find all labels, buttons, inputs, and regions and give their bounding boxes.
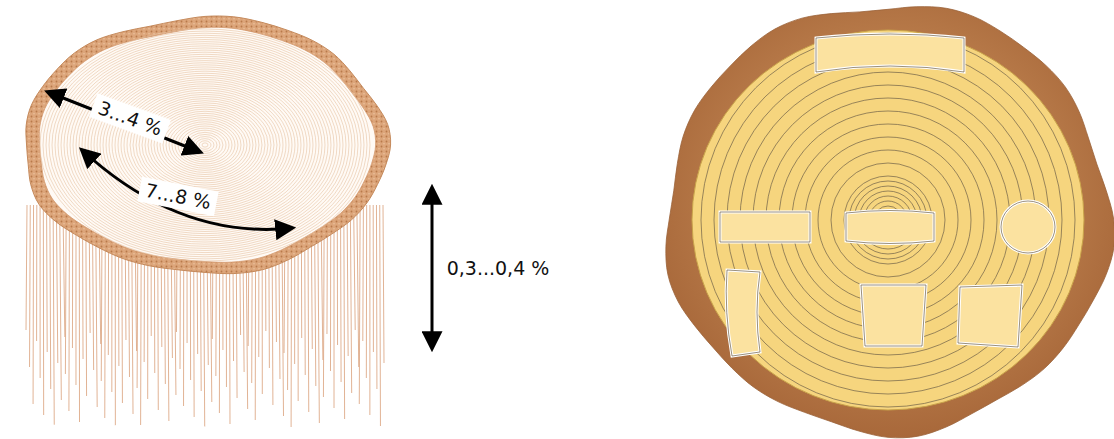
board bbox=[846, 211, 934, 244]
grain-line bbox=[36, 205, 37, 341]
board-outline bbox=[958, 285, 1022, 347]
round-piece-outline bbox=[1001, 201, 1055, 253]
growth-ring bbox=[145, 103, 265, 187]
grain-line bbox=[60, 205, 62, 400]
grain-line bbox=[383, 205, 384, 363]
growth-ring bbox=[64, 46, 346, 244]
grain-line bbox=[29, 205, 31, 367]
growth-ring bbox=[187, 132, 223, 157]
grain-line bbox=[340, 205, 342, 382]
board bbox=[720, 212, 810, 242]
grain-line bbox=[362, 205, 364, 341]
log-top bbox=[26, 16, 391, 274]
grain-line bbox=[65, 205, 67, 374]
grain-line bbox=[357, 205, 359, 367]
growth-ring bbox=[199, 141, 211, 149]
growth-ring bbox=[196, 139, 214, 152]
growth-ring bbox=[76, 54, 334, 235]
grain-line bbox=[46, 205, 48, 352]
board-outline bbox=[726, 270, 760, 356]
growth-ring bbox=[70, 50, 340, 240]
growth-ring bbox=[52, 37, 358, 252]
growth-ring bbox=[79, 56, 331, 233]
growth-ring bbox=[714, 46, 1062, 394]
grain-line bbox=[334, 205, 335, 408]
grain-line bbox=[26, 205, 27, 330]
growth-ring bbox=[85, 61, 325, 230]
growth-ring bbox=[46, 33, 364, 257]
board-outline bbox=[846, 211, 934, 244]
board bbox=[726, 270, 760, 356]
round-piece bbox=[1001, 201, 1055, 253]
growth-ring bbox=[43, 31, 367, 259]
growth-ring bbox=[94, 67, 316, 223]
board-outline bbox=[816, 34, 964, 72]
growth-ring bbox=[91, 65, 319, 225]
board bbox=[861, 285, 926, 346]
growth-ring bbox=[701, 33, 1075, 407]
growth-ring bbox=[103, 73, 307, 216]
growth-ring bbox=[818, 150, 958, 290]
grain-line bbox=[350, 205, 351, 393]
grain-line bbox=[56, 205, 57, 363]
bark bbox=[666, 7, 1114, 438]
cross-section bbox=[666, 7, 1114, 438]
grain-line bbox=[373, 205, 374, 352]
dimension-label: 0,3...0,4 % bbox=[441, 256, 556, 281]
grain-line bbox=[53, 205, 54, 426]
grain-line bbox=[49, 205, 51, 389]
grain-line bbox=[68, 205, 70, 411]
growth-ring bbox=[202, 143, 208, 147]
grain-line bbox=[354, 205, 356, 330]
growth-ring bbox=[142, 101, 268, 190]
board-outline bbox=[861, 285, 926, 346]
grain-line bbox=[376, 205, 377, 389]
grain-line bbox=[366, 205, 367, 378]
growth-ring bbox=[160, 113, 250, 176]
grain-line bbox=[379, 205, 381, 426]
grain-line bbox=[359, 205, 361, 404]
growth-ring bbox=[49, 35, 361, 254]
growth-ring bbox=[157, 111, 253, 179]
grain-line bbox=[33, 205, 34, 404]
growth-ring bbox=[831, 163, 945, 277]
growth-ring bbox=[97, 69, 313, 221]
board bbox=[816, 34, 964, 72]
wood bbox=[692, 30, 1084, 410]
growth-ring bbox=[88, 63, 322, 228]
growth-ring bbox=[58, 42, 352, 249]
dimension-arrows bbox=[48, 92, 432, 348]
dimension-arrow bbox=[48, 92, 200, 152]
growth-ring bbox=[73, 52, 337, 238]
grain-line bbox=[43, 205, 44, 415]
growth-ring bbox=[100, 71, 310, 219]
growth-ring bbox=[805, 137, 971, 303]
growth-ring bbox=[139, 99, 271, 192]
growth-ring bbox=[190, 134, 220, 155]
grain-line bbox=[369, 205, 370, 415]
growth-ring bbox=[184, 130, 226, 160]
board-outline bbox=[720, 212, 810, 242]
board bbox=[958, 285, 1022, 347]
growth-ring bbox=[82, 58, 328, 231]
growth-ring bbox=[40, 29, 370, 261]
grain-line bbox=[347, 205, 348, 356]
growth-ring bbox=[55, 40, 355, 251]
dimension-arrow bbox=[431, 188, 434, 348]
grain-line bbox=[343, 205, 345, 419]
bark bbox=[26, 16, 391, 274]
growth-ring bbox=[181, 128, 229, 162]
growth-ring bbox=[67, 48, 343, 242]
wood-face bbox=[39, 27, 375, 262]
growth-ring bbox=[61, 44, 349, 247]
grain-line bbox=[40, 205, 41, 378]
growth-ring bbox=[166, 118, 244, 173]
growth-ring bbox=[163, 115, 247, 174]
dimension-arrow bbox=[82, 150, 292, 229]
